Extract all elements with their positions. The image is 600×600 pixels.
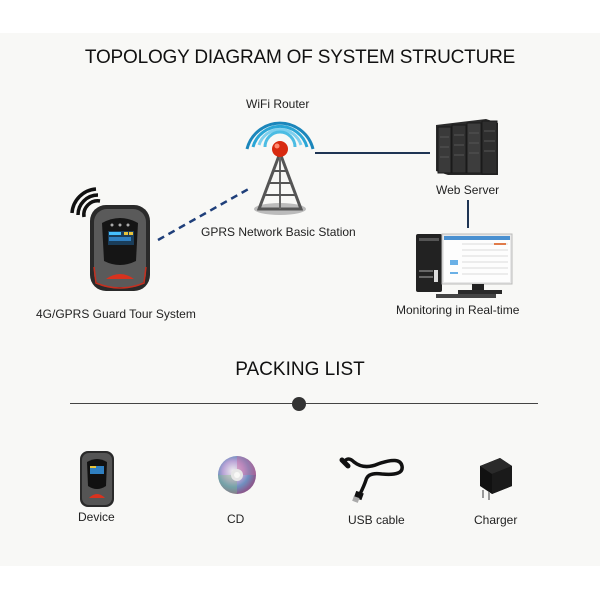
topology-title: TOPOLOGY DIAGRAM OF SYSTEM STRUCTURE	[84, 47, 516, 68]
web-server-icon	[436, 119, 498, 175]
base-station-label: GPRS Network Basic Station	[201, 225, 356, 239]
packing-item-charger-label: Charger	[474, 513, 518, 527]
web-server-label: Web Server	[436, 183, 500, 197]
wifi-router-label: WiFi Router	[246, 97, 310, 111]
device-label: 4G/GPRS Guard Tour System	[36, 307, 196, 321]
packing-item-usb-cable-label: USB cable	[348, 513, 405, 527]
packing-item-cd-label: CD	[227, 512, 245, 526]
packing-item-device-label: Device	[78, 510, 115, 524]
divider-dot	[292, 397, 306, 411]
device-icon	[80, 451, 114, 507]
cd-icon	[218, 456, 256, 494]
charger-icon	[480, 458, 512, 500]
packing-list-title: PACKING LIST	[235, 359, 365, 380]
cell-tower-icon	[245, 121, 315, 215]
guard-tour-device-icon	[70, 187, 150, 291]
desktop-computer-icon	[416, 233, 513, 298]
usb-cable-icon	[339, 457, 404, 503]
link-device-station	[157, 185, 253, 242]
monitoring-label: Monitoring in Real-time	[396, 303, 520, 317]
